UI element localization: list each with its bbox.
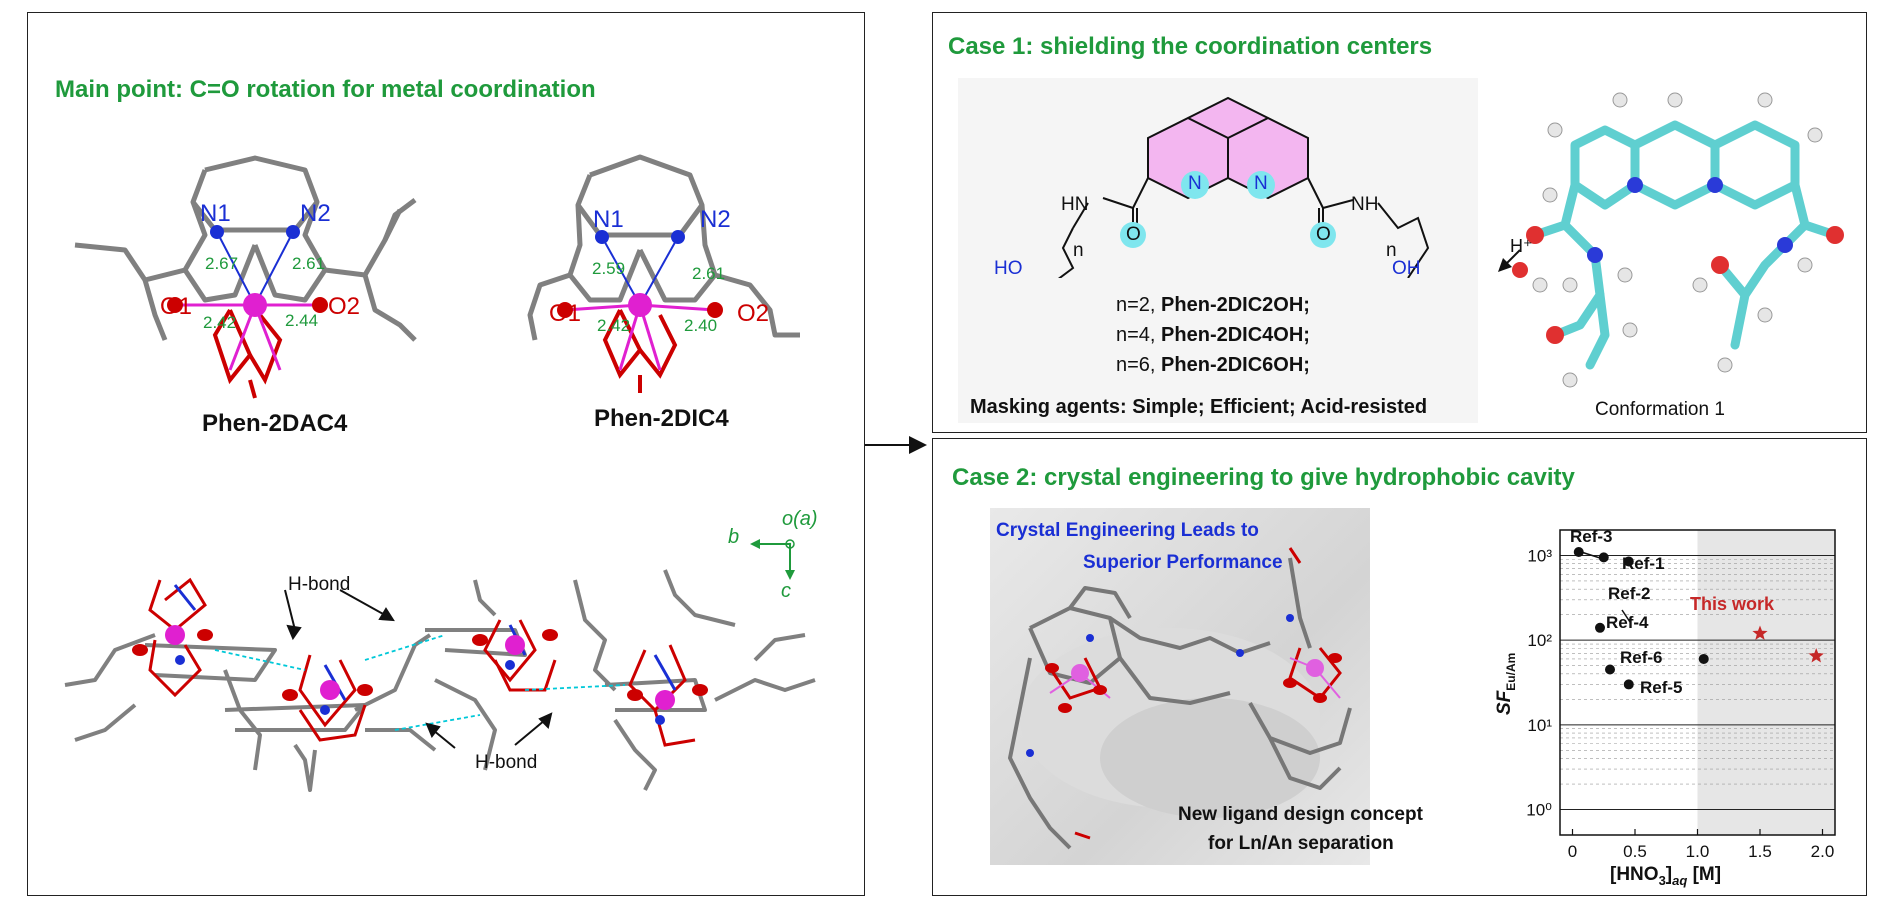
ref2-arrows (1574, 549, 1631, 623)
label-ref6: Ref-6 (1620, 648, 1663, 667)
y-tick-label: 10¹ (1527, 716, 1552, 735)
label-ref1: Ref-1 (1622, 554, 1665, 573)
crystal-title-line2: Superior Performance (1083, 552, 1283, 573)
mol1-n2-label: N2 (300, 200, 331, 227)
phen-2dic-oh-structure (1058, 96, 1430, 278)
chart-points (1573, 546, 1824, 690)
mol2-o1-label: O1 (549, 300, 582, 327)
y-tick-label: 10⁰ (1526, 801, 1552, 820)
design-concept-line1: New ligand design concept (1178, 804, 1423, 825)
x-tick-label: 1.5 (1748, 842, 1772, 861)
mol1-name: Phen-2DAC4 (202, 410, 348, 437)
variant-line-3: n=6, Phen-2DIC6OH; (1116, 354, 1310, 376)
point-this-work (1752, 625, 1768, 640)
point-ref-4 (1595, 622, 1605, 633)
case2-title: Case 2: crystal engineering to give hydr… (952, 464, 1575, 491)
x-tick-label: 2.0 (1811, 842, 1835, 861)
struct-o-left: O (1126, 224, 1141, 245)
mol1-o2-label: O2 (328, 293, 361, 320)
point-ref-5 (1623, 679, 1634, 690)
struct-o-right: O (1316, 224, 1331, 245)
conformation-label: Conformation 1 (1595, 399, 1725, 420)
masking-agents-text: Masking agents: Simple; Efficient; Acid-… (970, 396, 1428, 418)
struct-n-right: N (1254, 173, 1268, 194)
label-this-work: This work (1690, 594, 1775, 614)
sf-scatter-chart: 10⁰ 10¹ 10² 10³ 0 0.5 1.0 1.5 2.0 Ref-3 Ref-1 R… (1494, 527, 1836, 888)
molecule-phen-2dic4 (527, 154, 800, 393)
chart-gridlines (1560, 529, 1835, 811)
chart-xlabel: [HNO3]aq [M] (1610, 864, 1721, 888)
hbond-label-bottom: H-bond (475, 752, 538, 773)
mol2-dist-o2: 2.40 (684, 316, 718, 335)
struct-n-sub-right: n (1386, 240, 1397, 261)
left-panel-title: Main point: C=O rotation for metal coord… (55, 76, 596, 103)
axis-b-label: b (728, 526, 740, 548)
variant-line-1: n=2, Phen-2DIC2OH; (1116, 294, 1310, 316)
label-ref2: Ref-2 (1608, 584, 1651, 603)
point-ref-2 (1698, 653, 1709, 664)
label-ref3: Ref-3 (1570, 527, 1613, 546)
conformation-model (1498, 92, 1844, 388)
point-this-work (1808, 648, 1824, 663)
x-tick-label: 0.5 (1623, 842, 1647, 861)
hbond-label-top: H-bond (288, 574, 351, 595)
left-panel (27, 12, 865, 896)
struct-nh: NH (1351, 194, 1379, 215)
struct-n-sub-left: n (1073, 240, 1084, 261)
chart-y-ticks: 10⁰ 10¹ 10² 10³ (1526, 546, 1552, 819)
mol2-dist-o1: 2.42 (597, 316, 631, 335)
axis-c-label: c (781, 580, 791, 602)
hplus-label: H⁺ (1510, 236, 1533, 256)
axis-oa-label: o(a) (782, 508, 818, 530)
crystal-axis-indicator (750, 539, 795, 580)
point-ref-6 (1605, 664, 1615, 675)
x-tick-label: 0 (1568, 842, 1577, 861)
chart-shaded-region (1697, 530, 1835, 835)
mol2-n2-label: N2 (700, 206, 731, 233)
case1-title: Case 1: shielding the coordination cente… (948, 33, 1433, 60)
mol1-dist-n2: 2.61 (292, 254, 326, 273)
mol2-name: Phen-2DIC4 (594, 405, 729, 432)
mol2-dist-n1: 2.59 (592, 259, 626, 278)
label-ref4: Ref-4 (1606, 613, 1649, 632)
variant-line-2: n=4, Phen-2DIC4OH; (1116, 324, 1310, 346)
mol1-dist-o1: 2.42 (203, 313, 237, 332)
design-concept-line2: for Ln/An separation (1208, 833, 1394, 854)
molecule-phen-2dac4 (74, 155, 417, 399)
chart-x-ticks: 0 0.5 1.0 1.5 2.0 (1568, 829, 1835, 861)
point-ref-1 (1598, 552, 1609, 563)
y-tick-label: 10² (1527, 631, 1552, 650)
connector-arrow (865, 436, 927, 454)
mol2-o2-label: O2 (737, 300, 770, 327)
x-tick-label: 1.0 (1686, 842, 1710, 861)
crystal-engineering-structure (1008, 547, 1352, 850)
mol1-o1-label: O1 (160, 293, 193, 320)
chart-ylabel: SFEu/Am (1494, 653, 1518, 715)
label-ref5: Ref-5 (1640, 678, 1683, 697)
y-tick-label: 10³ (1527, 546, 1552, 565)
mol2-dist-n2: 2.61 (692, 264, 726, 283)
mol2-n1-label: N1 (593, 206, 624, 233)
mol1-n1-label: N1 (200, 200, 231, 227)
struct-ho: HO (994, 258, 1023, 279)
crystal-packing-structure (64, 569, 816, 792)
crystal-title-line1: Crystal Engineering Leads to (996, 520, 1259, 541)
point-ref-1 (1623, 556, 1634, 567)
mol1-dist-n1: 2.67 (205, 254, 239, 273)
struct-oh: OH (1392, 258, 1421, 279)
struct-n-left: N (1188, 173, 1202, 194)
mol1-dist-o2: 2.44 (285, 311, 319, 330)
struct-hn: HN (1061, 194, 1089, 215)
